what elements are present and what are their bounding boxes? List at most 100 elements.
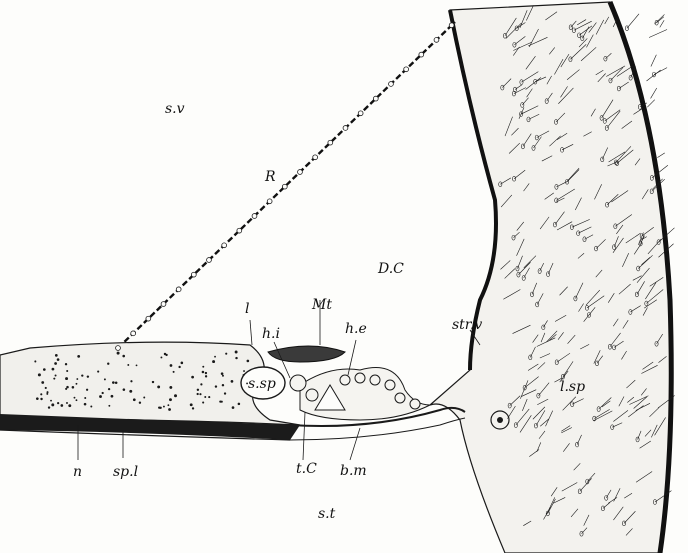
limbus-dot <box>57 358 60 361</box>
limbus-dot <box>224 392 226 394</box>
basilar-membrane-lower <box>290 418 465 440</box>
limbus-dot <box>72 386 75 389</box>
label-nerve: n <box>73 465 82 479</box>
limbus-dot <box>40 398 42 400</box>
reissner-cell <box>237 228 242 233</box>
reissner-cell <box>222 243 227 248</box>
limbus-dot <box>157 385 160 388</box>
reissner-cell <box>298 170 303 175</box>
limbus-dot <box>163 406 165 408</box>
limbus-dot <box>107 363 109 365</box>
limbus-dot <box>76 383 78 385</box>
limbus-dot <box>221 372 224 375</box>
limbus-dot <box>152 381 154 383</box>
limbus-dot <box>173 371 175 373</box>
reissner-cell <box>191 272 196 277</box>
limbus-dot <box>108 388 110 390</box>
label-reissner-membrane: R <box>265 170 276 184</box>
reissner-cell <box>404 67 409 72</box>
ligament-fiber <box>651 55 656 67</box>
limbus-dot <box>169 398 172 401</box>
limbus-dot <box>87 375 89 377</box>
label-tunnel-of-corti: t.C <box>296 462 317 476</box>
limbus-dot <box>136 364 138 366</box>
reissner-cell <box>449 23 454 28</box>
limbus-dot <box>199 393 201 395</box>
label-stria-vascularis: str.v <box>452 318 482 332</box>
limbus-dot <box>115 381 118 384</box>
limbus-dot <box>99 395 102 398</box>
limbus-dot <box>50 400 52 402</box>
label-limbus: l <box>245 302 249 316</box>
ligament-fiber <box>657 17 664 23</box>
reissner-cell <box>313 155 318 160</box>
limbus-dot <box>222 375 224 377</box>
ligament-fiber <box>651 88 657 98</box>
limbus-dot <box>38 373 41 376</box>
limbus-dot <box>231 380 234 383</box>
label-scala-tympani: s.t <box>318 507 335 521</box>
limbus-dot <box>219 400 221 402</box>
limbus-dot <box>208 396 210 398</box>
label-inner-hair-cells: h.i <box>262 327 280 341</box>
label-scala-vestibuli: s.v <box>165 102 185 116</box>
limbus-dot <box>34 360 36 362</box>
limbus-dot <box>65 388 67 390</box>
limbus-dot <box>43 368 46 371</box>
reissner-cell <box>282 184 287 189</box>
limbus-dot <box>158 406 160 408</box>
limbus-dot <box>129 390 132 393</box>
limbus-dot <box>160 357 162 359</box>
limbus-dot <box>181 362 184 365</box>
ligament-fiber <box>647 100 654 108</box>
limbus-dot <box>170 364 173 367</box>
reissner-cell <box>116 346 121 351</box>
limbus-dot <box>232 406 235 409</box>
ligament-fiber <box>627 14 639 28</box>
limbus-dot <box>66 402 68 404</box>
label-spiral-ligament: l.sp <box>560 380 585 394</box>
limbus-dot <box>48 406 50 408</box>
limbus-dot <box>53 378 55 380</box>
limbus-dot <box>123 388 126 391</box>
reissner-cell <box>434 38 439 43</box>
limbus-dot <box>235 357 237 359</box>
limbus-dot <box>102 392 104 394</box>
limbus-dot <box>225 353 227 355</box>
limbus-dot <box>192 407 194 409</box>
reissner-cell <box>358 111 363 116</box>
limbus-dot <box>66 386 69 389</box>
organ-of-corti <box>290 368 430 421</box>
limbus-dot <box>205 375 207 377</box>
limbus-dot <box>202 371 205 374</box>
reissner-cell <box>389 82 394 87</box>
reissner-cell <box>328 140 333 145</box>
limbus-dot <box>243 374 245 376</box>
label-membrana-tectoria: Mt <box>312 298 332 312</box>
reissner-cell <box>419 52 424 57</box>
limbus-dot <box>52 368 55 371</box>
limbus-dot <box>117 352 120 355</box>
limbus-dot <box>127 364 129 366</box>
limbus-dot <box>97 370 99 372</box>
limbus-dot <box>76 399 78 401</box>
reissner-cell <box>131 331 136 336</box>
limbus-dot <box>65 363 67 365</box>
limbus-dot <box>143 397 145 399</box>
reissner-cell <box>252 214 257 219</box>
limbus-dot <box>133 398 136 401</box>
limbus-dot <box>41 381 44 384</box>
limbus-dot <box>174 394 177 397</box>
limbus-dot <box>40 393 42 395</box>
ligament-fiber <box>660 20 664 27</box>
limbus-dot <box>197 389 199 391</box>
limbus-dot <box>215 385 217 387</box>
limbus-dot <box>36 397 39 400</box>
limbus-dot <box>238 403 241 406</box>
limbus-dot <box>111 395 114 398</box>
limbus-dot <box>55 354 58 357</box>
limbus-dot <box>108 405 110 407</box>
limbus-dot <box>205 372 207 374</box>
limbus-dot <box>74 397 76 399</box>
